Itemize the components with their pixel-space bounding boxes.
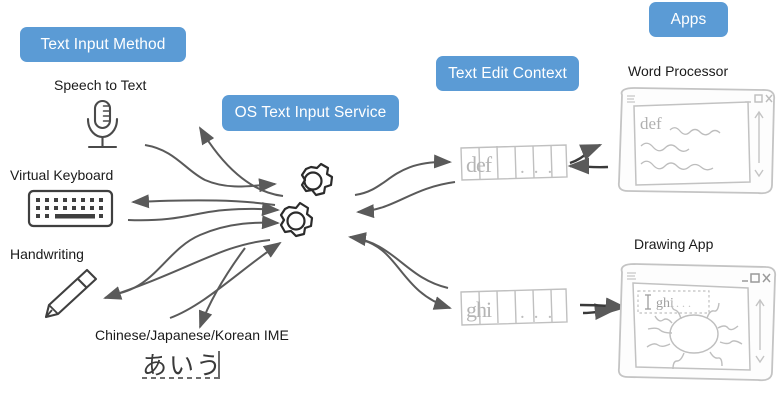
caption-drawing-app: Drawing App [634, 236, 713, 252]
arrow-gears-to-speech [198, 126, 284, 197]
word-processor-window[interactable]: def [617, 87, 776, 195]
ime-composition-underline [142, 351, 220, 379]
drawing-app-textbox-text: ghi [656, 296, 674, 311]
word-processor-scrollbar[interactable] [754, 110, 764, 178]
drawing-app-canvas[interactable] [632, 282, 751, 371]
context-cells-def-ellipsis: ... [520, 157, 561, 178]
caption-cjk-ime: Chinese/Japanese/Korean IME [95, 327, 289, 343]
context-cells-ghi-text: ghi [466, 297, 492, 322]
caption-word-processor: Word Processor [628, 63, 728, 79]
arrow-context-def-to-gears [356, 181, 456, 219]
legend-pill-text-input-method[interactable]: Text Input Method [20, 27, 186, 62]
context-cells-ghi-ellipsis: ... [520, 302, 561, 323]
caption-virtual-keyboard: Virtual Keyboard [10, 167, 113, 183]
legend-pill-apps[interactable]: Apps [649, 2, 728, 37]
legend-pill-text-edit-context[interactable]: Text Edit Context [436, 56, 579, 91]
caption-handwriting-label: Handwriting [10, 246, 84, 262]
drawing-app-menu-icon[interactable] [627, 272, 636, 280]
arrow-speech-to-gears [144, 144, 277, 193]
caption-word-processor-label: Word Processor [628, 63, 729, 79]
legend-pill-apps-label: Apps [670, 10, 707, 28]
pencil-icon[interactable] [44, 268, 98, 319]
word-processor-content-lines [640, 127, 721, 171]
legend-pill-text-edit-context-label: Text Edit Context [448, 64, 567, 82]
context-cells-ghi[interactable] [460, 288, 568, 326]
caption-speech-to-text: Speech to Text [54, 77, 146, 93]
drawing-app-scrollbar[interactable] [755, 298, 765, 364]
drawing-app-window[interactable]: ghi ... [617, 263, 777, 382]
arrow-gears-to-handwriting [103, 239, 271, 300]
drawing-app-text-cursor-icon [645, 294, 651, 310]
microphone-icon[interactable] [86, 99, 119, 149]
drawing-app-window-controls[interactable] [742, 273, 771, 283]
word-processor-document-text: def [640, 114, 662, 133]
arrow-ime-to-gears [169, 241, 282, 319]
caption-handwriting: Handwriting [10, 246, 84, 262]
ime-sample-text-value: あいう [142, 352, 224, 380]
word-processor-menu-icon[interactable] [627, 95, 635, 103]
word-processor-page [633, 101, 751, 186]
caption-drawing-app-label: Drawing App [634, 236, 714, 252]
arrow-drawing-app-to-context-ghi [579, 297, 628, 315]
arrow-gears-to-context-def [354, 154, 452, 196]
legend-pill-os-text-input-service[interactable]: OS Text Input Service [222, 95, 399, 131]
gears-icon[interactable] [279, 162, 334, 238]
caption-virtual-keyboard-label: Virtual Keyboard [10, 167, 114, 183]
drawing-app-textbox-ellipsis: ... [676, 296, 694, 310]
keyboard-icon[interactable] [27, 189, 114, 228]
legend-pill-text-input-method-label: Text Input Method [40, 35, 166, 53]
drawing-app-sun-sketch [646, 300, 743, 370]
context-cells-def[interactable] [460, 144, 568, 181]
arrow-context-ghi-to-gears [348, 232, 449, 289]
ime-sample-text[interactable]: あいう [142, 346, 223, 382]
arrow-keyboard-to-gears [127, 202, 280, 222]
arrow-gears-to-ime [198, 247, 246, 329]
legend-pill-os-text-input-service-label: OS Text Input Service [234, 104, 387, 121]
caption-speech-to-text-label: Speech to Text [54, 77, 147, 93]
context-cells-def-text: def [466, 152, 493, 177]
arrow-word-processor-to-context-def [567, 157, 609, 175]
drawing-app-textbox[interactable] [637, 290, 710, 314]
caption-cjk-ime-label: Chinese/Japanese/Korean IME [95, 327, 289, 343]
